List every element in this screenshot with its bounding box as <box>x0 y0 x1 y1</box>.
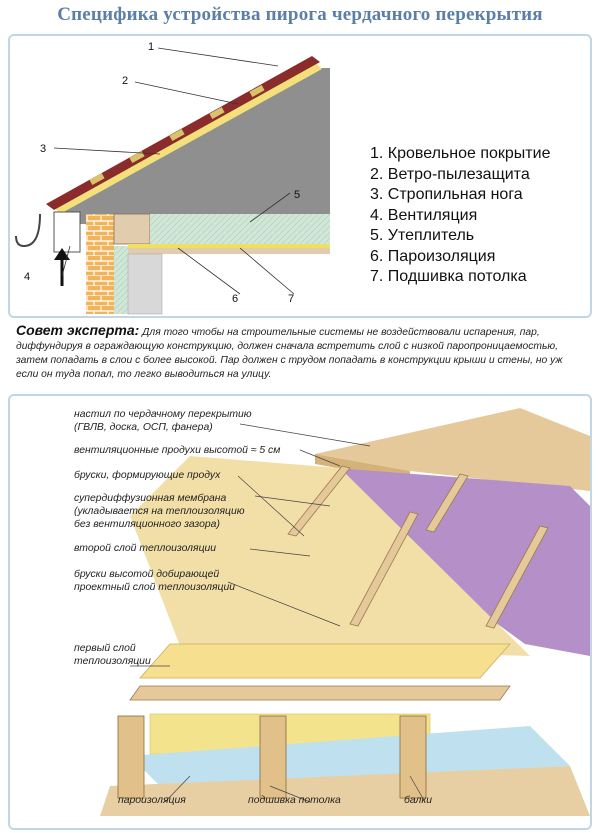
counter-battens <box>89 84 265 186</box>
expert-text: Для того чтобы на строительные системы н… <box>16 327 563 380</box>
ceiling-lining <box>128 248 330 254</box>
roof-section-diagram: 1 2 3 5 4 6 7 <box>15 41 330 315</box>
label-first-insulation-1: первый слой <box>74 643 136 654</box>
decking <box>315 408 590 491</box>
callout-6: 6 <box>232 293 238 305</box>
label-ceiling: подшивка потолка <box>248 795 341 806</box>
brick-wall <box>86 214 114 314</box>
callout-4: 4 <box>24 271 30 283</box>
callout-3: 3 <box>40 143 46 155</box>
label-vapor-barrier: пароизоляция <box>118 795 186 806</box>
label-vent-battens: бруски, формирующие продух <box>74 470 221 481</box>
legend-item: 6. Пароизоляция <box>370 247 496 265</box>
vent-battens <box>287 465 549 629</box>
callout-7: 7 <box>288 293 294 305</box>
rafter-insulation <box>60 68 330 224</box>
page-title: Специфика устройства пирога чердачного п… <box>57 4 543 25</box>
top-plate <box>113 213 151 245</box>
second-insulation <box>130 456 530 656</box>
legend-item: 7. Подшивка потолка <box>370 268 527 285</box>
label-first-insulation-2: теплоизоляции <box>74 656 151 667</box>
label-membrane-note1: (укладывается на теплоизоляцию <box>74 506 245 517</box>
label-beams: балки <box>404 795 433 806</box>
floor-layers-diagram <box>100 408 590 816</box>
legend-list: 1. Кровельное покрытие 2. Ветро-пылезащи… <box>370 144 550 288</box>
vapor-barrier <box>128 244 330 248</box>
beams <box>117 715 427 799</box>
ceiling-boards <box>100 766 590 816</box>
label-membrane: супердиффузионная мембрана <box>74 493 227 504</box>
label-membrane-note2: без вентиляционного зазора) <box>74 519 220 530</box>
callout-5: 5 <box>294 189 300 201</box>
label-battens-2: проектный слой теплоизоляции <box>74 582 236 593</box>
leader-lines <box>130 423 426 803</box>
label-second-insulation: второй слой теплоизоляции <box>74 543 217 554</box>
leader-lines <box>53 47 295 295</box>
callout-2: 2 <box>122 75 128 87</box>
callout-1: 1 <box>148 41 154 53</box>
label-battens-1: бруски высотой добирающей <box>74 569 220 580</box>
legend-item: 2. Ветро-пылезащита <box>370 165 530 183</box>
first-insulation <box>139 643 511 679</box>
gutter <box>15 213 41 248</box>
inner-wall <box>127 253 163 315</box>
legend-item: 3. Стропильная нога <box>370 186 523 203</box>
wind-barrier-layer <box>54 63 322 214</box>
label-decking: настил по чердачному перекрытию <box>74 409 252 420</box>
eave-vent <box>53 211 81 253</box>
expert-lead: Совет эксперта: <box>16 322 140 338</box>
floor-layers-panel: настил по чердачному перекрытию (ГВЛВ, д… <box>8 394 592 830</box>
legend-item: 1. Кровельное покрытие <box>370 145 551 162</box>
roof-section-panel: 1 2 3 5 4 6 7 1. Кровельное покрытие 2. … <box>8 34 592 318</box>
label-vent-gap: вентиляционные продухи высотой ≈ 5 см <box>74 445 281 456</box>
label-decking-materials: (ГВЛВ, доска, ОСП, фанера) <box>74 422 213 433</box>
height-battens <box>129 685 511 701</box>
legend-item: 5. Утеплитель <box>370 227 475 244</box>
legend-item: 4. Вентиляция <box>370 206 478 224</box>
expert-note: Совет эксперта: Для того чтобы на строит… <box>16 323 586 382</box>
